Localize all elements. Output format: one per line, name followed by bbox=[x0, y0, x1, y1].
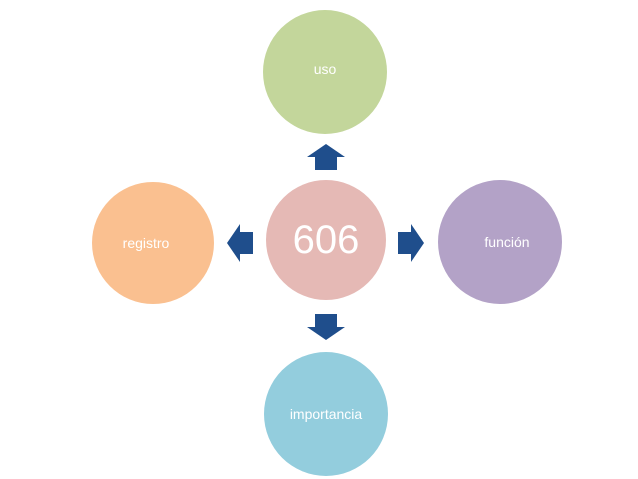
center-node: 606 bbox=[266, 180, 386, 300]
node-bottom: importancia bbox=[264, 352, 388, 476]
center-node-label: 606 bbox=[292, 217, 360, 262]
node-bottom-label: importancia bbox=[289, 406, 363, 422]
node-right: función bbox=[438, 180, 562, 304]
node-top-label: uso bbox=[313, 61, 337, 77]
node-top: uso bbox=[263, 10, 387, 134]
node-right-label: función bbox=[484, 234, 530, 250]
node-left-label: registro bbox=[122, 235, 170, 251]
arrow-right-icon bbox=[398, 224, 424, 262]
arrow-down-icon bbox=[307, 314, 345, 340]
arrow-up-icon bbox=[307, 144, 345, 170]
arrow-left-icon bbox=[227, 224, 253, 262]
node-left: registro bbox=[92, 182, 214, 304]
